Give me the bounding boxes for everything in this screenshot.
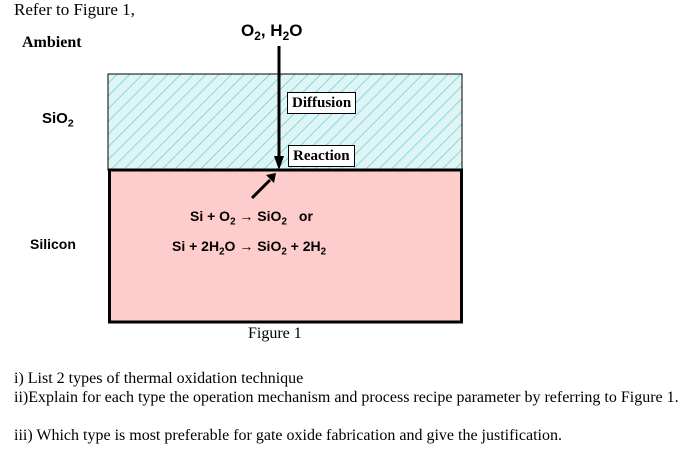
ambient-label: Ambient (22, 34, 82, 51)
gas-sep: , H (260, 21, 283, 40)
reaction-tag: Reaction (288, 145, 355, 167)
gas-tail: O (289, 21, 303, 40)
eq2-c: + 2H (286, 238, 321, 254)
question-item-3: iii) Which type is most preferable for g… (14, 427, 562, 444)
oxide-label: SiO2 (42, 110, 74, 130)
eq1-a: Si + O (190, 208, 231, 224)
gas-o-sub: 2 (254, 29, 261, 44)
gas-label: O2, H2O (241, 21, 303, 44)
eq1-a-sub: 2 (230, 216, 236, 228)
gas-h-sub: 2 (282, 29, 290, 44)
silicon-label: Silicon (30, 236, 76, 252)
figure-caption: Figure 1 (248, 325, 302, 342)
diffusion-tag: Diffusion (287, 92, 357, 114)
diffusion-arrowhead (274, 156, 284, 170)
intro-text: Refer to Figure 1, (14, 0, 135, 19)
question-item-2: ii)Explain for each type the operation m… (14, 389, 679, 406)
eq1-arrow: → SiO (235, 208, 282, 224)
eq2-a-sub: 2 (219, 246, 225, 258)
eq2-c-sub: 2 (320, 246, 327, 258)
eq2-a: Si + 2H (172, 238, 220, 254)
gas-o: O (241, 21, 255, 40)
eq1-or: or (298, 208, 313, 224)
silicon-layer (108, 168, 463, 324)
eq2-b-sub: 2 (281, 246, 287, 258)
eq1-b-sub: 2 (281, 216, 287, 228)
reaction-arrowhead (266, 173, 276, 183)
reaction-arrow-shaft (250, 178, 272, 200)
oxide-label-base: SiO (42, 110, 68, 127)
eq2-b: O → SiO (224, 238, 282, 254)
equation-2: Si + 2H2O → SiO2 + 2H2 (172, 238, 327, 258)
oxide-label-sub: 2 (67, 117, 74, 130)
question-item-1: i) List 2 types of thermal oxidation tec… (14, 370, 304, 387)
oxide-hatch (107, 73, 463, 171)
